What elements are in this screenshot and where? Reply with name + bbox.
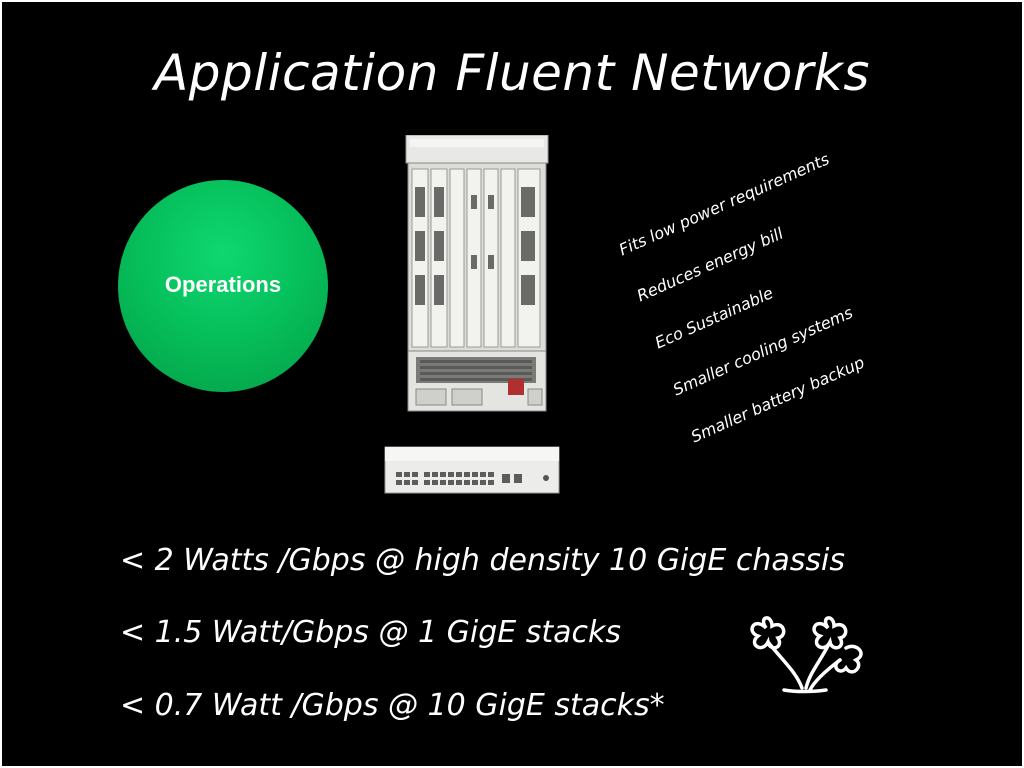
bullet-item: < 1.5 Watt/Gbps @ 1 GigE stacks [120,615,622,650]
bullet-item: < 0.7 Watt /Gbps @ 10 GigE stacks* [120,688,665,723]
operations-label: Operations [164,272,282,297]
stackable-switch-image [384,446,560,494]
operations-circle: Operations [118,180,328,392]
benefit-item: Fits low power requirements [616,149,833,260]
slide-title: Application Fluent Networks [154,44,870,102]
bullet-item: < 2 Watts /Gbps @ high density 10 GigE c… [120,543,845,578]
chassis-switch-image [405,135,549,412]
clover-eco-icon [750,616,863,694]
